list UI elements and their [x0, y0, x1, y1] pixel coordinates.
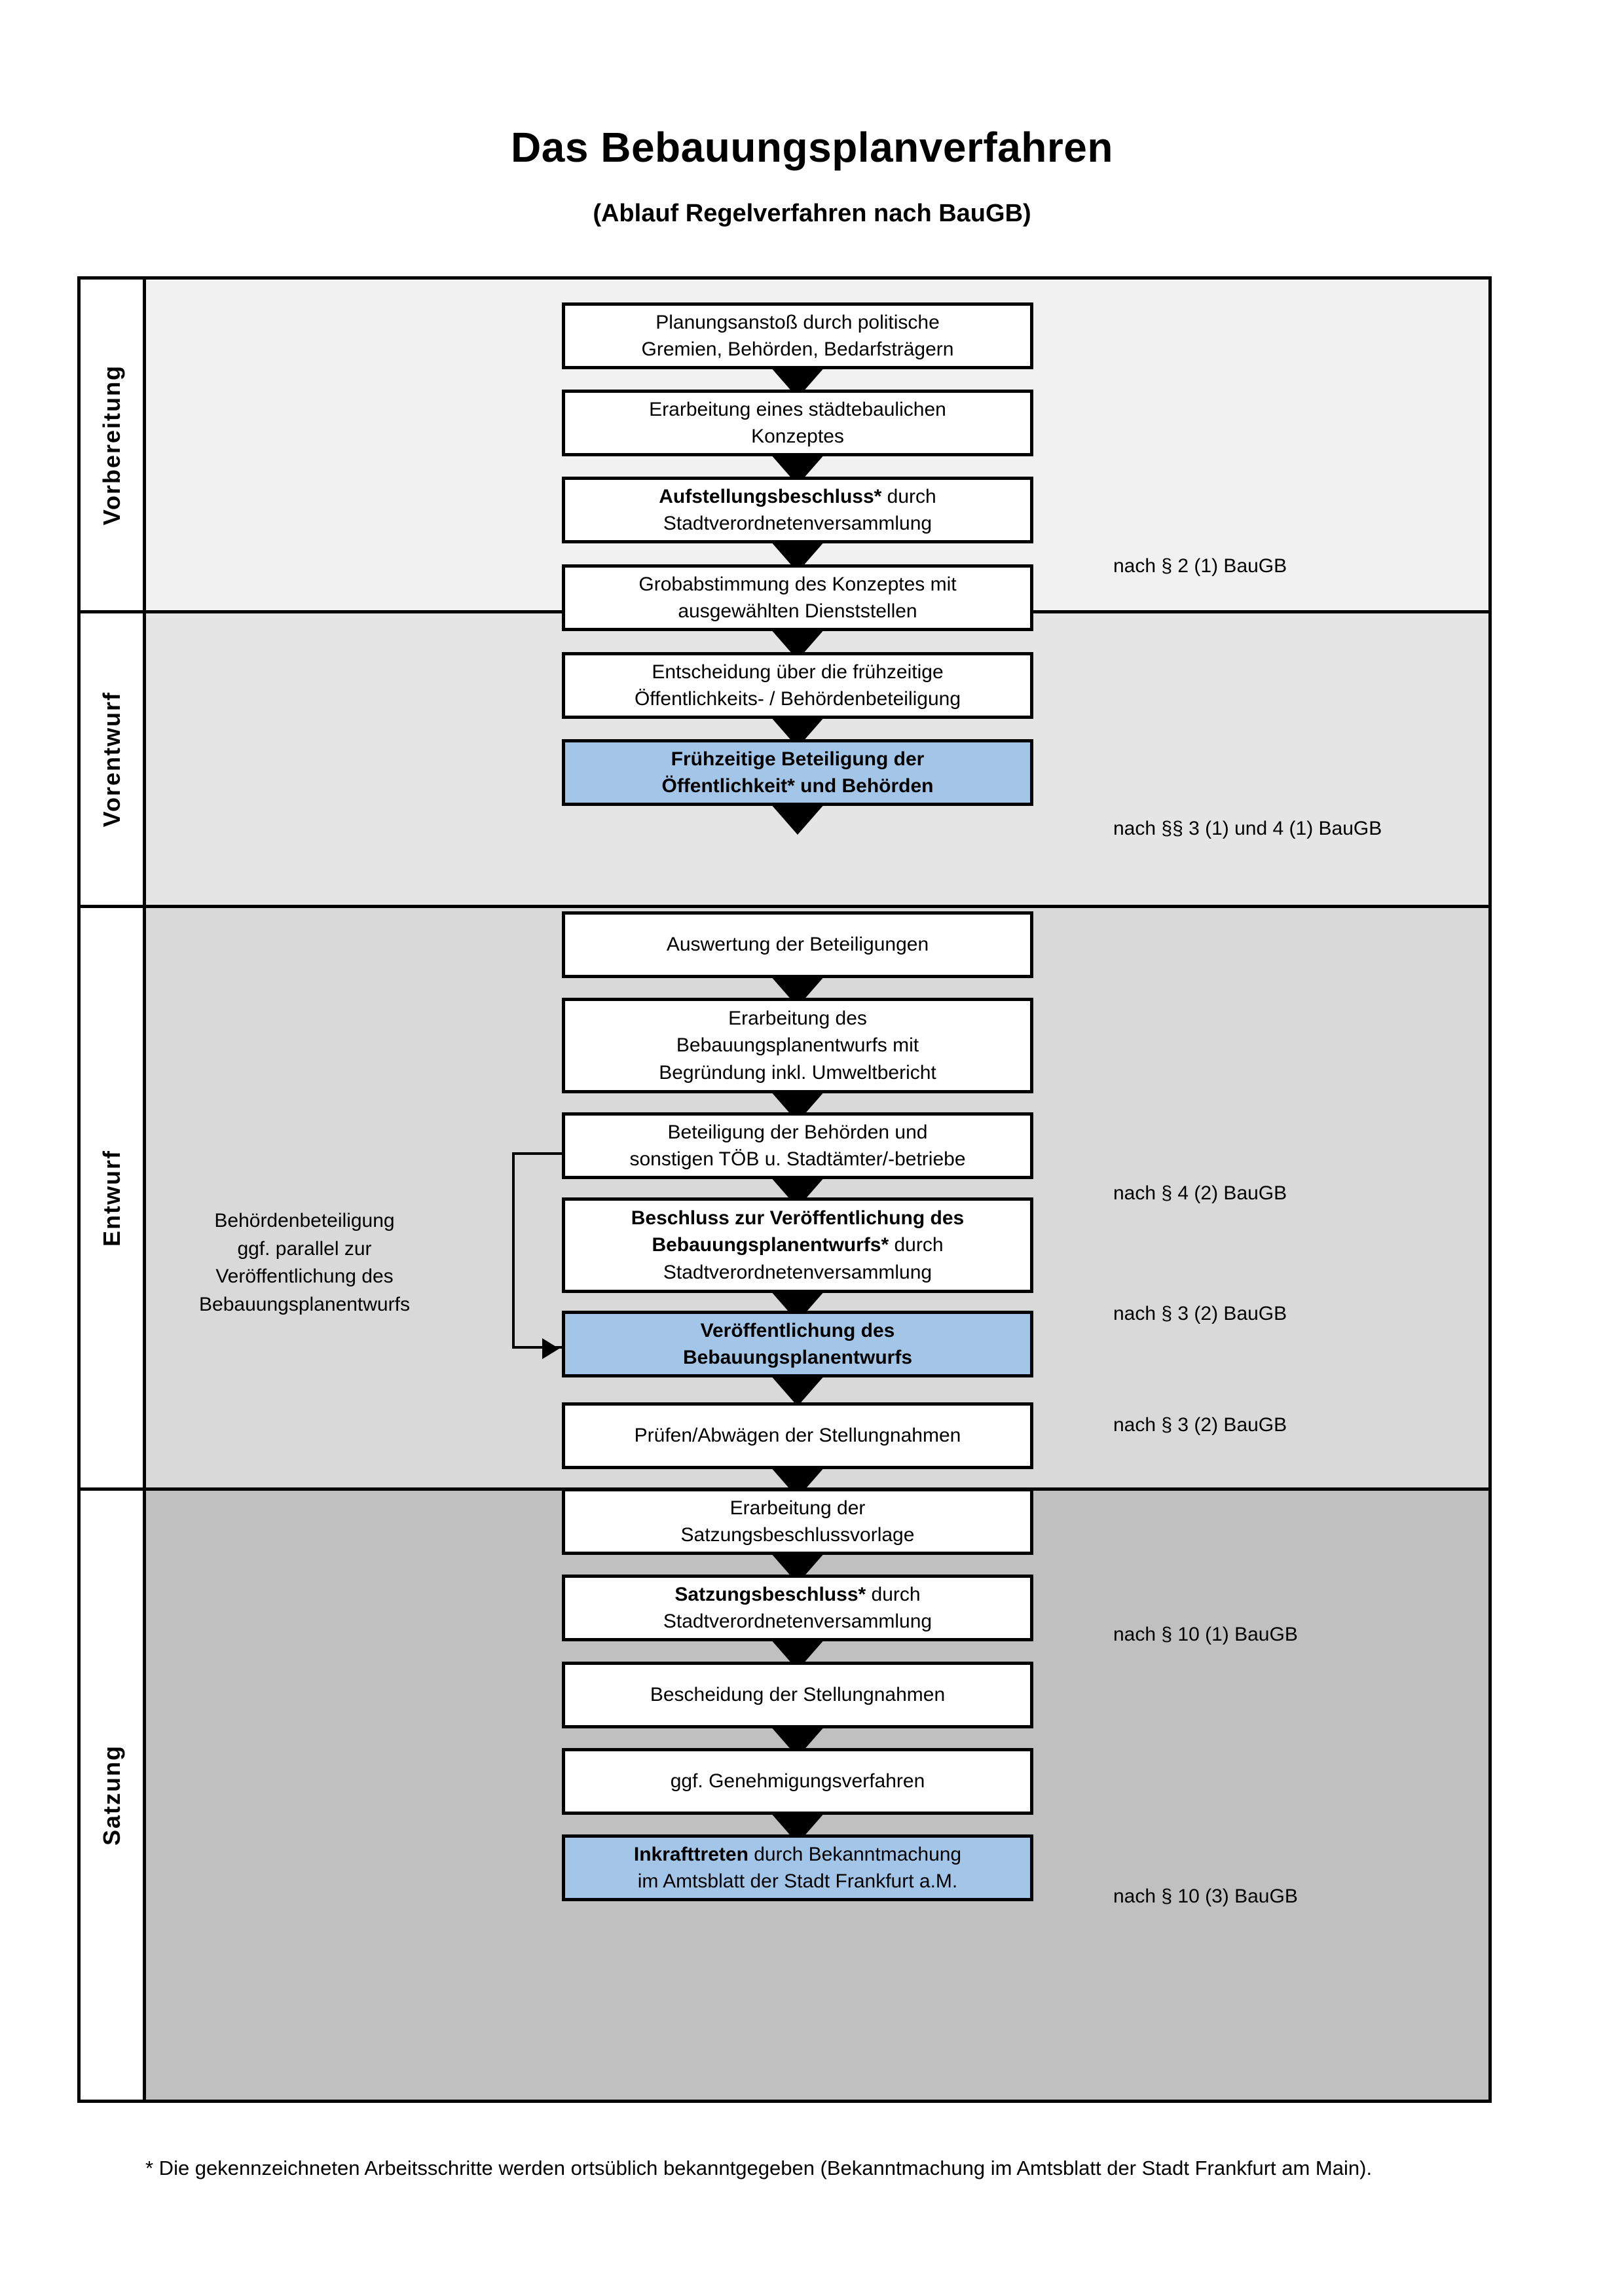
flow-box-satzungsbeschlussvorlage[interactable]: Erarbeitung der Satzungsbeschlussvorlage: [562, 1488, 1033, 1555]
side-note-line-1: Behördenbeteiligung: [214, 1210, 395, 1231]
legal-note-par3-2-veroeffentlichung: nach § 3 (2) BauGB: [1113, 1414, 1287, 1436]
legal-note-par2: nach § 2 (1) BauGB: [1113, 555, 1287, 577]
flow-line-1: Grobabstimmung des Konzeptes mit: [638, 573, 957, 595]
flow-line-2: Stadtverordnetenversammlung: [663, 1611, 932, 1632]
flow-box-text: ggf. Genehmigungsverfahren: [671, 1768, 925, 1795]
flow-box-text: Prüfen/Abwägen der Stellungnahmen: [635, 1422, 961, 1449]
flow-box-text: Frühzeitige Beteiligung der Öffentlichke…: [661, 746, 933, 800]
phase-label-text: Entwurf: [98, 1149, 125, 1247]
flow-box-fruehzeitige-beteiligung[interactable]: Frühzeitige Beteiligung der Öffentlichke…: [562, 739, 1033, 806]
flow-line-2: Bebauungsplanentwurfs mit: [676, 1034, 919, 1057]
flow-box-bescheidung-stellungnahmen[interactable]: Bescheidung der Stellungnahmen: [562, 1662, 1033, 1728]
legal-note-par3-2-beschluss: nach § 3 (2) BauGB: [1113, 1303, 1287, 1324]
flow-box-erarbeitung-bplanentwurf[interactable]: Erarbeitung des Bebauungsplanentwurfs mi…: [562, 998, 1033, 1093]
flow-line-1-bold: Frühzeitige Beteiligung der: [671, 748, 925, 770]
phase-label-text: Vorentwurf: [98, 691, 125, 828]
arrow-down-icon: [770, 1375, 825, 1406]
flow-line-1-rest: durch: [866, 1583, 921, 1605]
flow-box-pruefen-abwaegen[interactable]: Prüfen/Abwägen der Stellungnahmen: [562, 1402, 1033, 1469]
flow-line-3: Stadtverordnetenversammlung: [663, 1261, 932, 1283]
flow-box-beschluss-veroeffentlichung[interactable]: Beschluss zur Veröffentlichung des Bebau…: [562, 1197, 1033, 1293]
legal-note-par4-2: nach § 4 (2) BauGB: [1113, 1182, 1287, 1204]
flow-line-1: Planungsanstoß durch politische: [655, 311, 940, 333]
flow-box-entscheidung-fruehzeitige[interactable]: Entscheidung über die frühzeitige Öffent…: [562, 652, 1033, 719]
bracket-arrow-icon: [542, 1338, 559, 1359]
flow-box-text: Entscheidung über die frühzeitige Öffent…: [635, 659, 961, 713]
flow-box-beteiligung-behoerden[interactable]: Beteiligung der Behörden und sonstigen T…: [562, 1112, 1033, 1179]
phase-label-satzung: Satzung: [81, 1491, 146, 2100]
legal-note-par10-1: nach § 10 (1) BauGB: [1113, 1624, 1298, 1645]
flow-box-text: Satzungsbeschluss* durch Stadtverordnete…: [663, 1581, 932, 1635]
flow-line-3: Begründung inkl. Umweltbericht: [659, 1061, 936, 1084]
flow-line-1: Erarbeitung eines städtebaulichen: [649, 398, 946, 420]
phase-label-text: Vorbereitung: [98, 364, 125, 526]
flow-box-planungsanstoss[interactable]: Planungsanstoß durch politische Gremien,…: [562, 302, 1033, 369]
flow-line-1: Prüfen/Abwägen der Stellungnahmen: [634, 1425, 961, 1447]
flow-line-1-bold: Veröffentlichung des: [700, 1319, 895, 1341]
flow-box-text: Aufstellungsbeschluss* durch Stadtverord…: [659, 483, 936, 538]
flow-line-1-bold: Inkrafttreten: [633, 1843, 748, 1865]
phase-label-entwurf: Entwurf: [81, 908, 146, 1487]
flow-line-2-bold: Bebauungsplanentwurfs*: [652, 1234, 889, 1256]
header: Das Bebauungsplanverfahren (Ablauf Regel…: [0, 124, 1624, 228]
phase-label-text: Satzung: [98, 1745, 125, 1846]
flow-box-text: Planungsanstoß durch politische Gremien,…: [642, 309, 954, 363]
flow-line-2-rest: durch: [889, 1234, 944, 1256]
flow-line-2-bold: Bebauungsplanentwurfs: [682, 1347, 913, 1368]
flow-line-1: Erarbeitung der: [729, 1497, 866, 1519]
flow-box-satzungsbeschluss[interactable]: Satzungsbeschluss* durch Stadtverordnete…: [562, 1575, 1033, 1641]
flow-line-1-bold: Aufstellungsbeschluss*: [659, 485, 882, 507]
flow-line-1-rest: durch: [881, 485, 936, 507]
flow-line-2: Stadtverordnetenversammlung: [663, 513, 932, 534]
flow-box-text: Veröffentlichung des Bebauungsplanentwur…: [683, 1317, 912, 1372]
flow-box-text: Bescheidung der Stellungnahmen: [650, 1681, 945, 1708]
footnote: * Die gekennzeichneten Arbeitsschritte w…: [145, 2157, 1373, 2179]
flow-line-2: ausgewählten Dienststellen: [678, 600, 917, 622]
flow-box-text: Inkrafttreten durch Bekanntmachung im Am…: [634, 1841, 961, 1895]
side-note-line-2: ggf. parallel zur: [237, 1237, 372, 1260]
flow-line-2: sonstigen TÖB u. Stadtämter/-betriebe: [629, 1148, 966, 1170]
flow-line-1: Erarbeitung des: [728, 1007, 867, 1029]
flow-box-text: Erarbeitung der Satzungsbeschlussvorlage: [681, 1495, 915, 1549]
flow-box-text: Grobabstimmung des Konzeptes mit ausgewä…: [638, 571, 956, 625]
flow-line-1-rest: durch Bekanntmachung: [748, 1843, 962, 1865]
page-title: Das Bebauungsplanverfahren: [511, 124, 1113, 171]
flow-box-text: Erarbeitung des Bebauungsplanentwurfs mi…: [659, 1005, 936, 1086]
parallel-bracket: [512, 1152, 562, 1349]
flow-line-2-bold: Öffentlichkeit* und Behörden: [661, 775, 934, 797]
flow-box-inkrafttreten[interactable]: Inkrafttreten durch Bekanntmachung im Am…: [562, 1834, 1033, 1901]
flow-line-2: im Amtsblatt der Stadt Frankfurt a.M.: [637, 1870, 958, 1892]
flow-line-1: Bescheidung der Stellungnahmen: [650, 1684, 946, 1706]
flow-box-genehmigungsverfahren[interactable]: ggf. Genehmigungsverfahren: [562, 1748, 1033, 1815]
flow-box-text: Erarbeitung eines städtebaulichen Konzep…: [649, 396, 946, 450]
flow-box-text: Auswertung der Beteiligungen: [667, 931, 929, 958]
legal-note-par10-3: nach § 10 (3) BauGB: [1113, 1886, 1298, 1907]
flow-box-aufstellungsbeschluss[interactable]: Aufstellungsbeschluss* durch Stadtverord…: [562, 477, 1033, 543]
flow-line-1: Beteiligung der Behörden und: [667, 1121, 928, 1143]
flow-box-auswertung-beteiligungen[interactable]: Auswertung der Beteiligungen: [562, 911, 1033, 978]
page-subtitle: (Ablauf Regelverfahren nach BauGB): [593, 200, 1031, 228]
side-note-behoerdenbeteiligung: Behördenbeteiligung ggf. parallel zur Ve…: [174, 1207, 435, 1319]
arrow-down-icon: [770, 803, 825, 835]
flow-line-1: ggf. Genehmigungsverfahren: [670, 1770, 925, 1793]
flow-line-2: Gremien, Behörden, Bedarfsträgern: [641, 338, 954, 360]
flow-line-2: Konzeptes: [751, 426, 844, 447]
flow-box-text: Beteiligung der Behörden und sonstigen T…: [629, 1119, 965, 1173]
flow-line-1: Auswertung der Beteiligungen: [666, 934, 929, 956]
flow-box-veroeffentlichung-bplanentwurf[interactable]: Veröffentlichung des Bebauungsplanentwur…: [562, 1311, 1033, 1377]
flow-line-1: Entscheidung über die frühzeitige: [652, 661, 944, 683]
flow-box-grobabstimmung[interactable]: Grobabstimmung des Konzeptes mit ausgewä…: [562, 564, 1033, 631]
side-note-line-4: Bebauungsplanentwurfs: [199, 1293, 410, 1315]
side-note-line-3: Veröffentlichung des: [215, 1266, 394, 1288]
legal-note-par3-1-4-1: nach §§ 3 (1) und 4 (1) BauGB: [1113, 818, 1382, 839]
flow-box-text: Beschluss zur Veröffentlichung des Bebau…: [631, 1205, 964, 1286]
flow-line-2: Satzungsbeschlussvorlage: [680, 1524, 915, 1546]
flow-line-2: Öffentlichkeits- / Behördenbeteiligung: [634, 688, 961, 710]
phase-label-vorbereitung: Vorbereitung: [81, 280, 146, 610]
flow-box-staedtebauliches-konzept[interactable]: Erarbeitung eines städtebaulichen Konzep…: [562, 390, 1033, 456]
flow-line-1-bold: Satzungsbeschluss*: [674, 1583, 866, 1605]
phase-divider-2: [81, 905, 1488, 908]
phase-label-vorentwurf: Vorentwurf: [81, 613, 146, 905]
flow-line-1-bold: Beschluss zur Veröffentlichung des: [631, 1207, 965, 1229]
